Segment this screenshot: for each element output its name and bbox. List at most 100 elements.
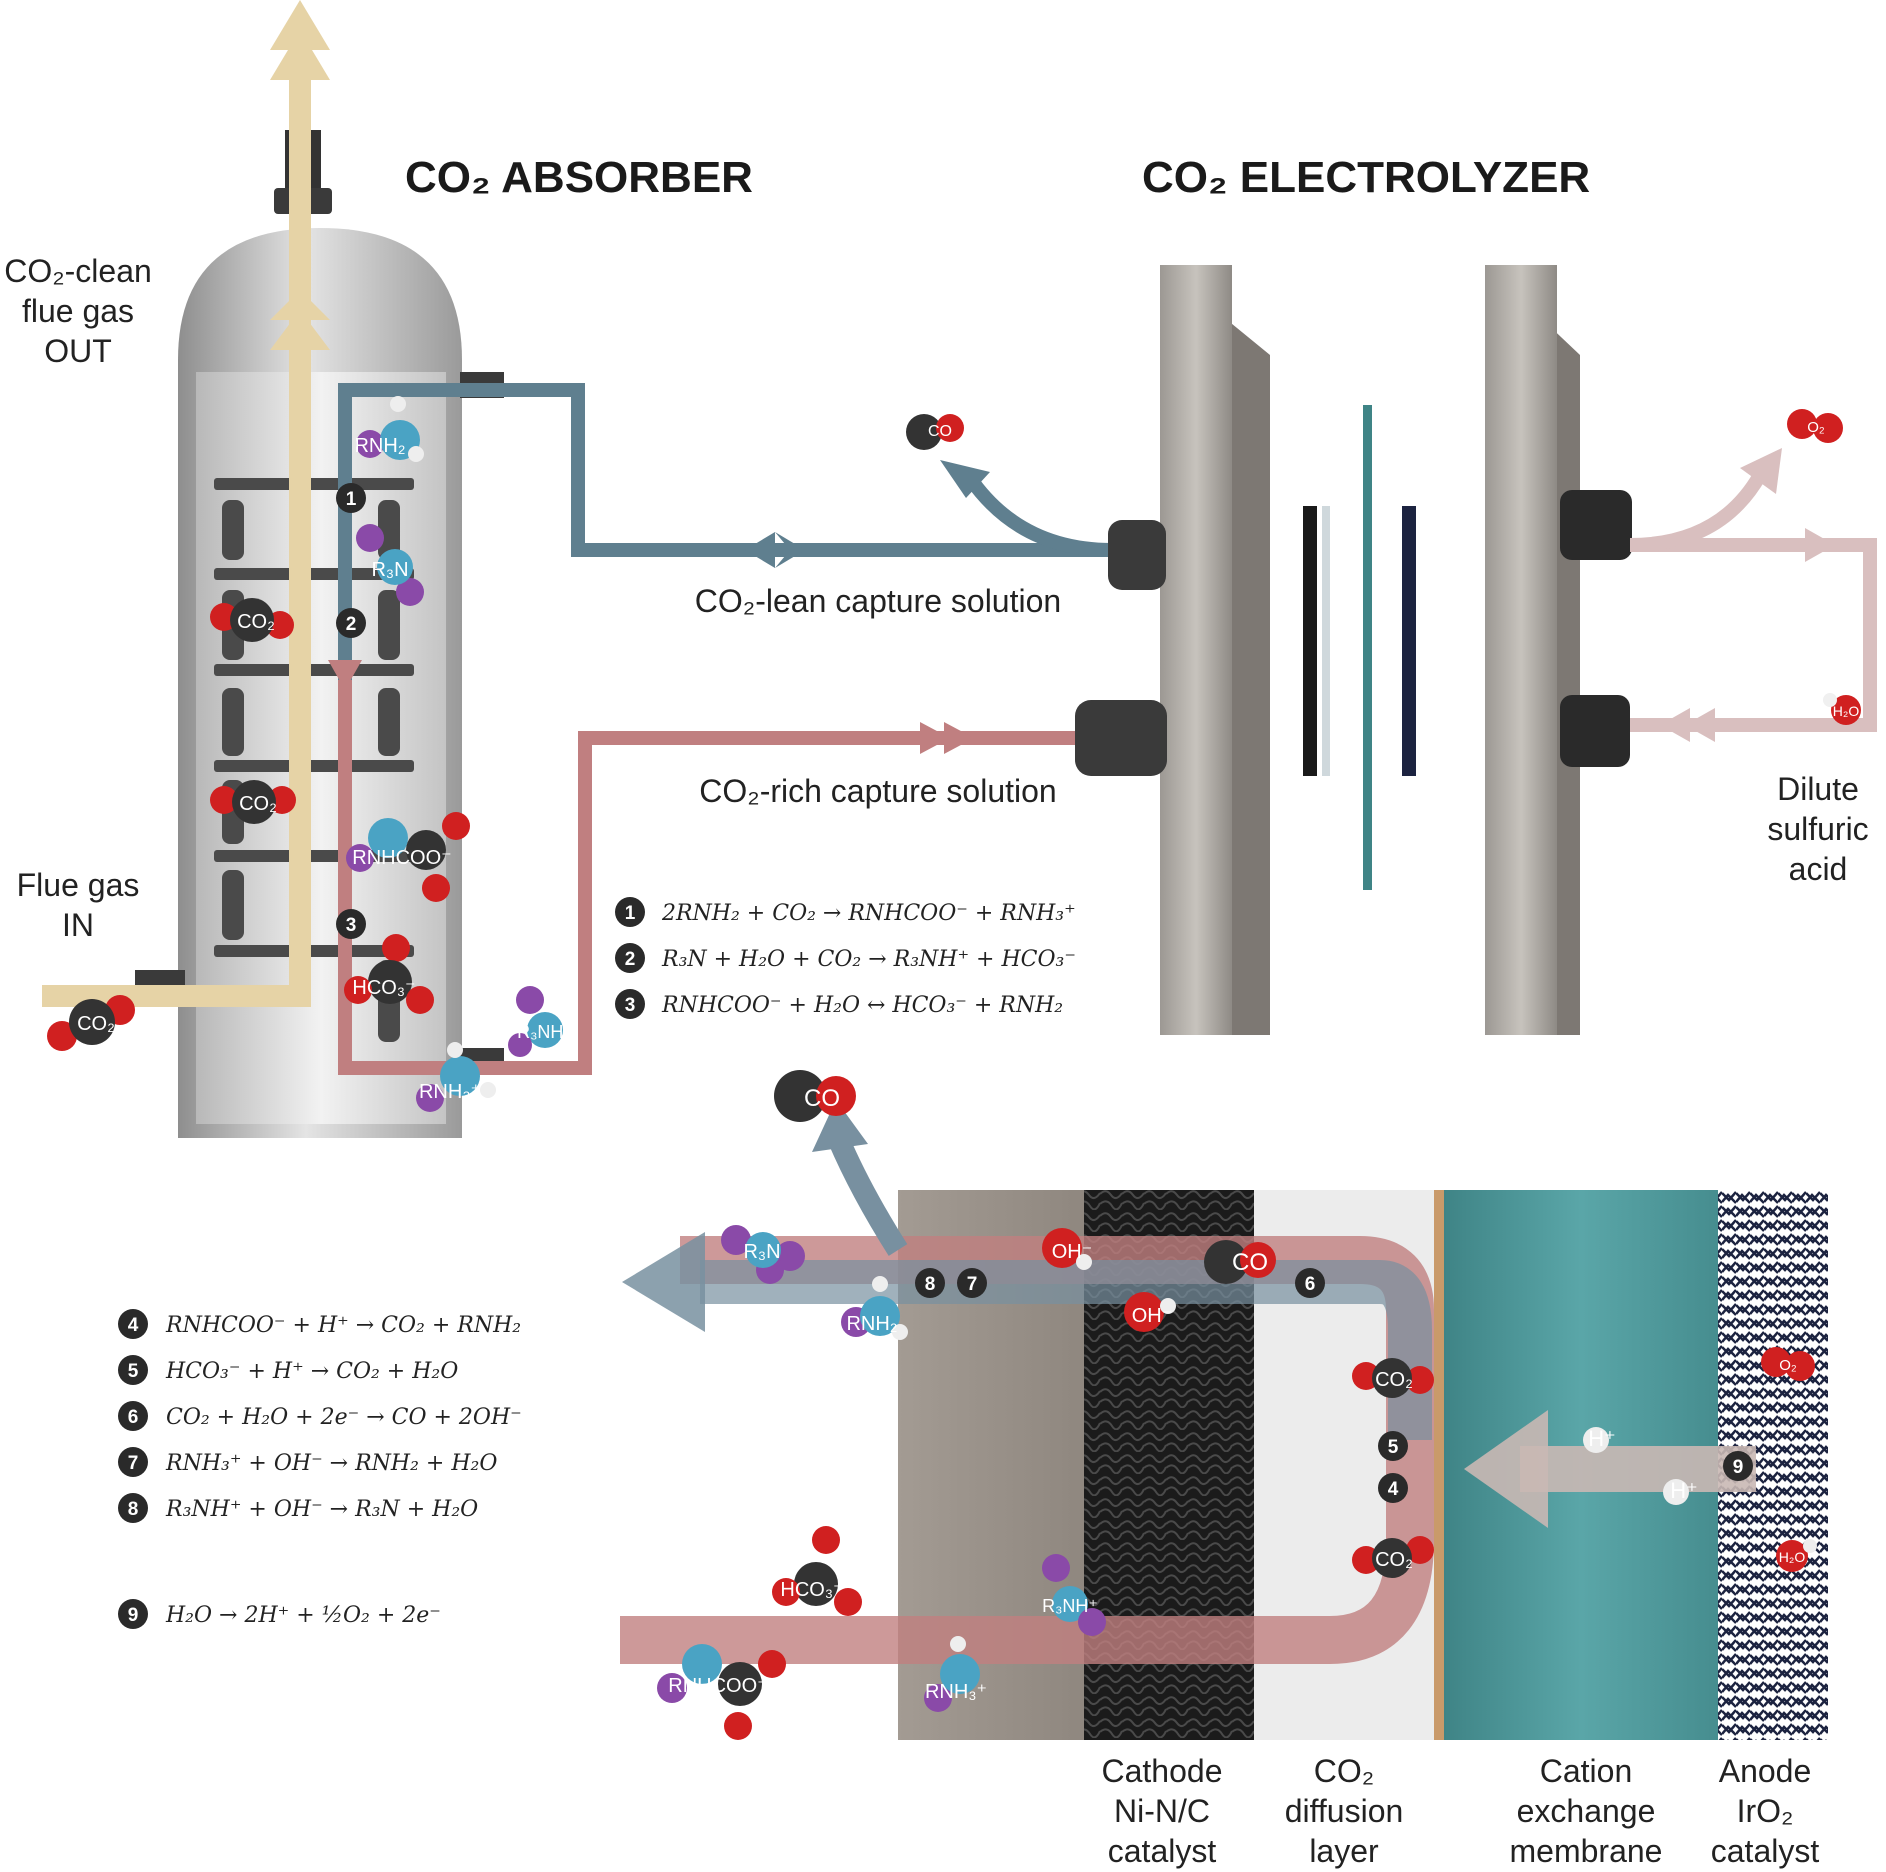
rich-solution-flow bbox=[338, 680, 1100, 1075]
svg-text:O₂: O₂ bbox=[1807, 419, 1825, 436]
svg-text:R₃NH⁺ + OH⁻ → R₃N + H₂O: R₃NH⁺ + OH⁻ → R₃N + H₂O bbox=[165, 1497, 478, 1522]
co-molecule-cathode: CO bbox=[1204, 1240, 1276, 1284]
svg-text:1: 1 bbox=[346, 489, 357, 510]
rnh3-molecule-absorber: RNH₃⁺ bbox=[416, 1042, 496, 1112]
svg-text:R₃N: R₃N bbox=[743, 1241, 780, 1263]
svg-text:OH⁻: OH⁻ bbox=[1052, 1241, 1093, 1263]
svg-text:HCO₃⁻ + H⁺ → CO₂ + H₂O: HCO₃⁻ + H⁺ → CO₂ + H₂O bbox=[165, 1359, 458, 1384]
svg-text:CO₂: CO₂ bbox=[1314, 1753, 1374, 1789]
svg-text:3: 3 bbox=[625, 995, 636, 1016]
svg-text:RNHCOO⁻: RNHCOO⁻ bbox=[352, 847, 451, 869]
proton-flow bbox=[1464, 1410, 1756, 1528]
svg-text:flue gas: flue gas bbox=[22, 293, 134, 329]
svg-text:CO₂: CO₂ bbox=[237, 611, 275, 633]
svg-text:IrO₂: IrO₂ bbox=[1737, 1793, 1794, 1829]
svg-text:Flue gas: Flue gas bbox=[17, 867, 140, 903]
svg-text:R₃NH⁺: R₃NH⁺ bbox=[517, 1022, 573, 1042]
svg-text:CO₂-clean: CO₂-clean bbox=[4, 253, 152, 289]
svg-text:Dilute: Dilute bbox=[1777, 771, 1859, 807]
cell-lean-flow bbox=[620, 1100, 1434, 1664]
acid-flow bbox=[1629, 471, 1877, 732]
svg-text:9: 9 bbox=[1733, 1457, 1744, 1478]
svg-text:diffusion: diffusion bbox=[1285, 1793, 1404, 1829]
co-molecule-cell: CO bbox=[774, 1070, 856, 1122]
o2-molecule-top: O₂ bbox=[1787, 409, 1843, 443]
svg-text:2: 2 bbox=[346, 614, 357, 635]
svg-text:5: 5 bbox=[1388, 1437, 1399, 1458]
rnh2-molecule-cell: RNH₂ bbox=[841, 1276, 908, 1340]
equation-row: 4 RNHCOO⁻ + H⁺ → CO₂ + RNH₂ bbox=[118, 1309, 521, 1339]
lean-arrows bbox=[745, 460, 990, 568]
equation-row: 5 HCO₃⁻ + H⁺ → CO₂ + H₂O bbox=[118, 1355, 458, 1385]
svg-text:OUT: OUT bbox=[44, 333, 112, 369]
electrolyzer-title: CO₂ ELECTROLYZER bbox=[1142, 153, 1590, 202]
oh-molecule-cell-2: OH⁻ bbox=[1124, 1292, 1176, 1332]
anode-label: Anode IrO₂ catalyst bbox=[1711, 1753, 1820, 1869]
co-molecule-top: CO bbox=[906, 414, 964, 450]
step-badge-5: 5 bbox=[1378, 1431, 1408, 1461]
cathode-layer bbox=[1303, 506, 1317, 776]
clean-gas-label: CO₂-clean flue gas OUT bbox=[4, 253, 152, 369]
svg-text:9: 9 bbox=[128, 1605, 139, 1626]
cathode-endplate bbox=[1160, 265, 1232, 1035]
rnh2-molecule-absorber: RNH₂ bbox=[354, 396, 424, 462]
step-badge-2: 2 bbox=[336, 608, 366, 638]
svg-text:RNHCOO⁻ + H⁺ → CO₂ + RNH₂: RNHCOO⁻ + H⁺ → CO₂ + RNH₂ bbox=[165, 1313, 521, 1338]
co2-molecule-inlet: CO₂ bbox=[47, 995, 135, 1051]
svg-text:Ni-N/C: Ni-N/C bbox=[1114, 1793, 1210, 1829]
svg-text:H₂O: H₂O bbox=[1779, 1549, 1806, 1565]
lean-solution-label: CO₂-lean capture solution bbox=[695, 583, 1061, 619]
svg-text:6: 6 bbox=[1305, 1274, 1316, 1295]
rich-arrows bbox=[328, 660, 974, 754]
svg-text:RNH₃⁺: RNH₃⁺ bbox=[925, 1681, 987, 1703]
svg-text:layer: layer bbox=[1309, 1833, 1379, 1869]
svg-text:6: 6 bbox=[128, 1407, 139, 1428]
svg-text:CO₂: CO₂ bbox=[1375, 1369, 1413, 1391]
equation-row: 2 R₃N + H₂O + CO₂ → R₃NH⁺ + HCO₃⁻ bbox=[615, 943, 1076, 973]
svg-text:RNH₂: RNH₂ bbox=[354, 435, 405, 457]
co2-molecule-cell-2: CO₂ bbox=[1352, 1536, 1434, 1578]
rnh3-molecule-cell: RNH₃⁺ bbox=[924, 1636, 987, 1712]
anode-layer bbox=[1402, 506, 1416, 776]
absorber-trays bbox=[214, 478, 414, 1042]
svg-text:8: 8 bbox=[925, 1274, 936, 1295]
svg-text:CO₂ + H₂O + 2e⁻ → CO + 2OH⁻: CO₂ + H₂O + 2e⁻ → CO + 2OH⁻ bbox=[166, 1405, 522, 1430]
equation-row: 1 2RNH₂ + CO₂ → RNHCOO⁻ + RNH₃⁺ bbox=[615, 897, 1076, 927]
rich-solution-label: CO₂-rich capture solution bbox=[699, 773, 1056, 809]
h-ion-1: H⁺ bbox=[1583, 1426, 1616, 1453]
svg-text:RNHCOO⁻ + H₂O ↔ HCO₃⁻ + RNH₂: RNHCOO⁻ + H₂O ↔ HCO₃⁻ + RNH₂ bbox=[661, 993, 1063, 1018]
co2-molecule-absorber-2: CO₂ bbox=[210, 780, 296, 824]
equation-row: 6 CO₂ + H₂O + 2e⁻ → CO + 2OH⁻ bbox=[118, 1401, 522, 1431]
rnhcoo-molecule-cell: RNHCOO⁻ bbox=[657, 1644, 786, 1740]
step-badge-3: 3 bbox=[336, 909, 366, 939]
svg-text:O₂: O₂ bbox=[1779, 1357, 1797, 1374]
flue-gas-arrows bbox=[270, 0, 330, 350]
svg-text:R₃NH⁺: R₃NH⁺ bbox=[1042, 1596, 1098, 1616]
rnhcoo-molecule-absorber: RNHCOO⁻ bbox=[346, 812, 470, 902]
h-ion-2: H⁺ bbox=[1663, 1478, 1698, 1505]
cathode-fittings bbox=[1075, 520, 1167, 776]
step-badge-4: 4 bbox=[1378, 1473, 1408, 1503]
svg-text:catalyst: catalyst bbox=[1711, 1833, 1820, 1869]
equation-row: 3 RNHCOO⁻ + H₂O ↔ HCO₃⁻ + RNH₂ bbox=[615, 989, 1063, 1019]
svg-text:7: 7 bbox=[128, 1453, 139, 1474]
oh-molecule-cell-1: OH⁻ bbox=[1042, 1228, 1092, 1270]
equation-row: 7 RNH₃⁺ + OH⁻ → RNH₂ + H₂O bbox=[118, 1447, 497, 1477]
absorber-dome bbox=[178, 228, 462, 360]
gdl-layer bbox=[1322, 506, 1330, 776]
flue-gas-flow bbox=[42, 40, 311, 1007]
svg-text:5: 5 bbox=[128, 1361, 139, 1382]
svg-text:H⁺: H⁺ bbox=[1588, 1426, 1616, 1451]
svg-text:CO: CO bbox=[804, 1085, 840, 1112]
equations-absorber: 1 2RNH₂ + CO₂ → RNHCOO⁻ + RNH₃⁺ 2 R₃N + … bbox=[615, 897, 1076, 1019]
svg-text:HCO₃⁻: HCO₃⁻ bbox=[352, 977, 415, 999]
membrane-label: Cation exchange membrane bbox=[1510, 1753, 1663, 1869]
h2o-molecule-anode: H₂O bbox=[1776, 1539, 1817, 1572]
diffusion-label: CO₂ diffusion layer bbox=[1285, 1753, 1404, 1869]
r3n-molecule-absorber: R₃N bbox=[356, 524, 424, 606]
svg-text:RNH₃⁺ + OH⁻ → RNH₂ + H₂O: RNH₃⁺ + OH⁻ → RNH₂ + H₂O bbox=[165, 1451, 497, 1476]
equation-row: 8 R₃NH⁺ + OH⁻ → R₃N + H₂O bbox=[118, 1493, 478, 1523]
svg-text:sulfuric: sulfuric bbox=[1767, 811, 1868, 847]
o2-molecule-anode: O₂ bbox=[1761, 1347, 1815, 1381]
svg-text:8: 8 bbox=[128, 1499, 139, 1520]
